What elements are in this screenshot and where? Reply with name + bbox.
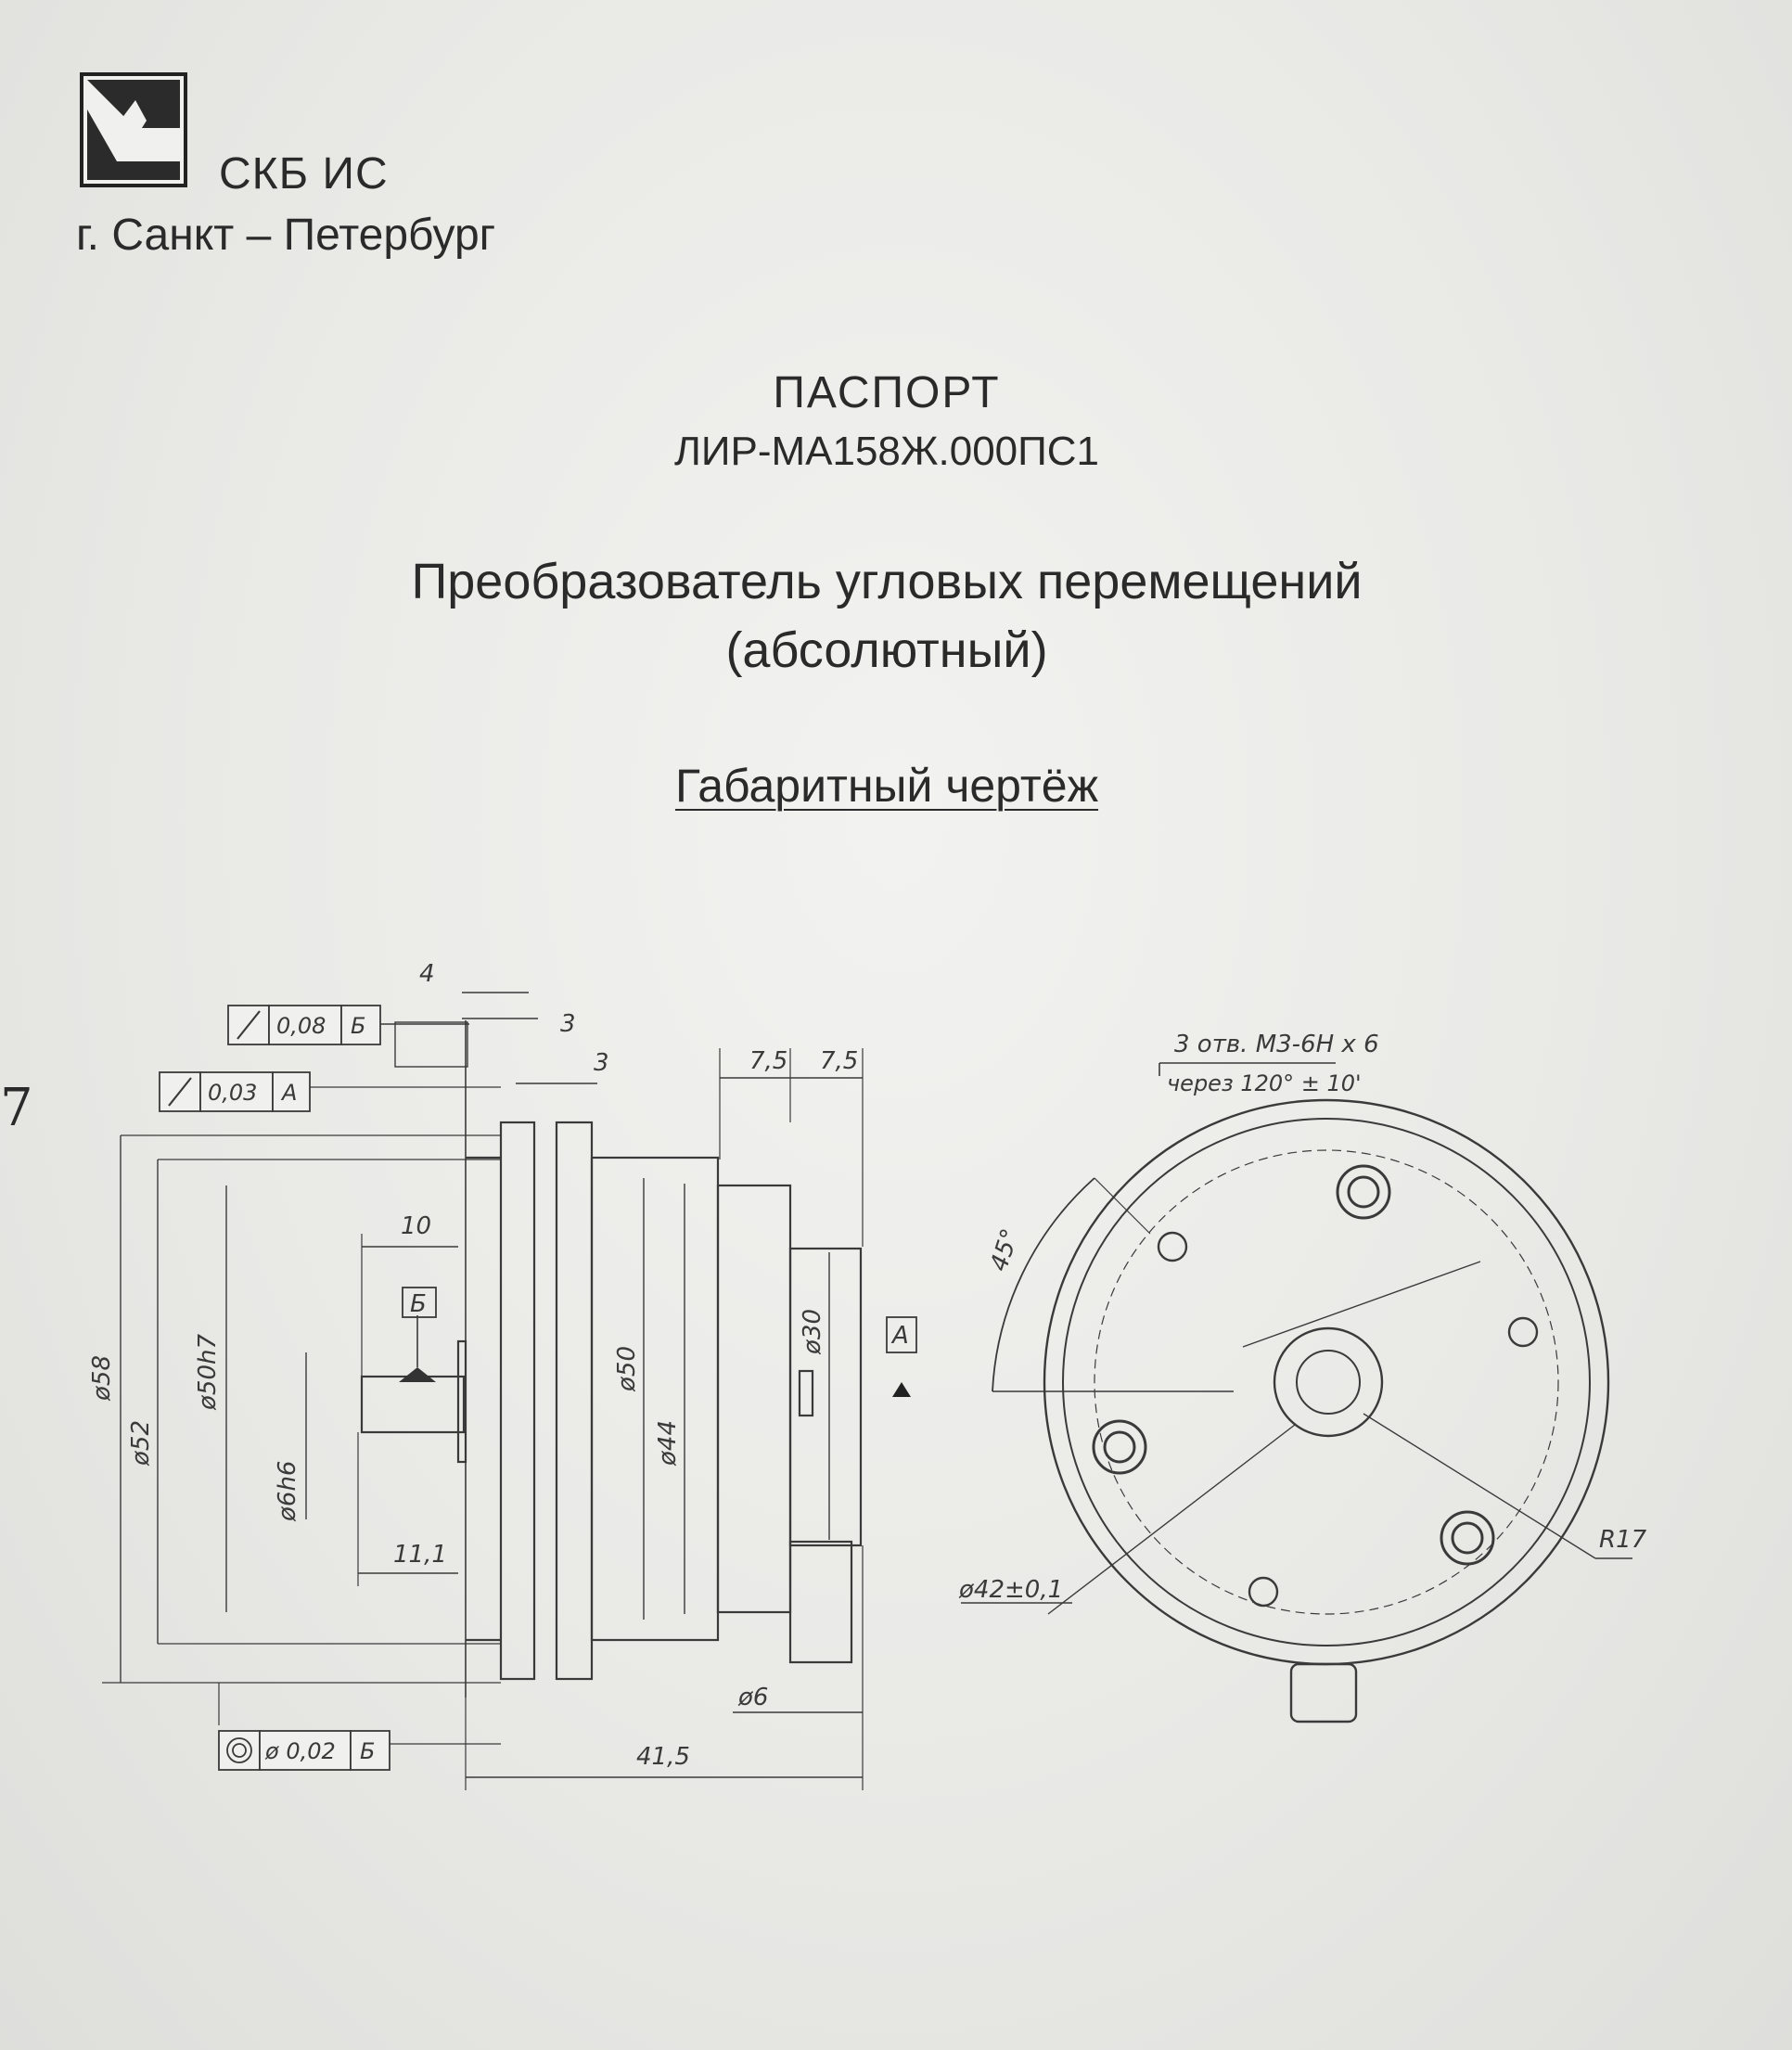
dim-7-5a: 7,5 xyxy=(749,1047,787,1075)
dim-3a: 3 xyxy=(560,1010,576,1038)
pcd-circle xyxy=(1094,1149,1559,1615)
company-logo-icon xyxy=(80,72,187,187)
handwritten-margin-mark: 7 xyxy=(0,1078,33,1138)
mounting-hole-top xyxy=(1347,1175,1380,1209)
document-title-qualifier: (абсолютный) xyxy=(725,622,1048,678)
connector xyxy=(788,1540,853,1664)
dim-r17: R17 xyxy=(1599,1526,1647,1554)
mounting-hole-left xyxy=(1103,1430,1136,1464)
tol-datum-2: А xyxy=(280,1080,297,1106)
mounting-hole-right xyxy=(1451,1521,1484,1555)
dim-pcd-42: ø42±0,1 xyxy=(958,1576,1063,1604)
section-heading: Габаритный чертёж xyxy=(0,759,1783,813)
dim-d30: ø30 xyxy=(799,1309,826,1355)
dim-d50: ø50 xyxy=(613,1346,641,1392)
dim-d58: ø58 xyxy=(88,1355,116,1402)
datum-b-label: Б xyxy=(410,1290,427,1318)
side-view xyxy=(102,992,917,1790)
document-type: ПАСПОРТ xyxy=(773,368,1001,417)
dim-d50h7: ø50h7 xyxy=(194,1334,222,1411)
dim-d52: ø52 xyxy=(127,1420,155,1467)
tol-value-2: 0,03 xyxy=(208,1080,257,1106)
concentricity-icon xyxy=(218,1730,261,1771)
datum-a-label: А xyxy=(890,1322,909,1350)
section-heading-text: Габаритный чертёж xyxy=(674,760,1099,812)
dim-11-1: 11,1 xyxy=(393,1541,447,1569)
dim-d6h6: ø6h6 xyxy=(274,1461,301,1522)
housing-step xyxy=(716,1184,792,1614)
flange-1 xyxy=(499,1121,536,1681)
document-title: Преобразователь угловых перемещений xyxy=(411,554,1363,609)
inner-rim xyxy=(1062,1118,1591,1646)
thread-note-angle: через 120° ± 10' xyxy=(1167,1070,1362,1096)
flange-2 xyxy=(555,1121,594,1681)
dim-41-5: 41,5 xyxy=(636,1743,690,1771)
dim-3b: 3 xyxy=(594,1049,609,1077)
housing xyxy=(590,1156,720,1642)
tol-value-1: 0,08 xyxy=(276,1013,326,1039)
dim-angle-45: 45° xyxy=(985,1225,1025,1275)
city-name: г. Санкт – Петербург xyxy=(76,211,496,260)
center-shaft xyxy=(1273,1326,1384,1438)
document-code: ЛИР-МА158Ж.000ПС1 xyxy=(673,429,1100,474)
dim-4: 4 xyxy=(419,960,435,988)
threaded-hole-1 xyxy=(1157,1231,1188,1262)
threaded-hole-2 xyxy=(1507,1316,1539,1348)
thread-note: 3 отв. М3-6Н х 6 xyxy=(1174,1031,1379,1058)
front-view xyxy=(961,1062,1632,1723)
outer-rim xyxy=(1043,1098,1610,1666)
tol-value-3: ø 0,02 xyxy=(264,1738,336,1764)
dim-7-5b: 7,5 xyxy=(820,1047,858,1075)
threaded-hole-3 xyxy=(1248,1576,1279,1608)
tol-datum-3: Б xyxy=(360,1738,375,1764)
shaft-hub xyxy=(788,1247,863,1547)
key xyxy=(798,1369,814,1417)
dim-d6: ø6 xyxy=(737,1684,768,1711)
dim-10: 10 xyxy=(401,1212,431,1240)
shaft xyxy=(360,1375,466,1434)
tol-datum-1: Б xyxy=(351,1013,365,1039)
dim-d44: ø44 xyxy=(654,1420,682,1467)
organization-name: СКБ ИС xyxy=(219,149,389,199)
